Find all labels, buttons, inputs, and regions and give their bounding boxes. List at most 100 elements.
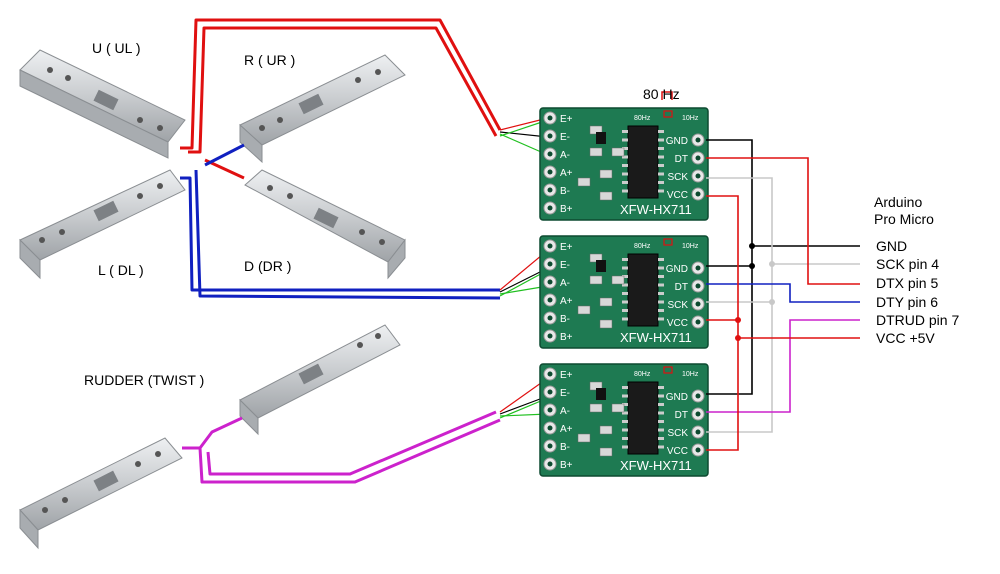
jumper-pad (663, 110, 673, 118)
transistor (596, 132, 606, 144)
freq-jumper (661, 91, 673, 100)
chip-leg (658, 283, 664, 287)
pin-label-left: E- (560, 132, 570, 143)
label-rudder: RUDDER (TWIST ) (84, 372, 205, 388)
magenta-cable-rudder (182, 410, 501, 484)
pad-hole (695, 393, 701, 399)
pin-label-left: A- (560, 278, 570, 289)
smd-component (577, 305, 591, 315)
pad-hole (695, 283, 701, 289)
pin-label-right: SCK (667, 428, 688, 439)
chip-leg (622, 275, 628, 278)
label-freq: 80 Hz (643, 86, 680, 102)
arduino-pin-dty: DTY pin 6 (876, 294, 938, 310)
pin-label-left: B+ (560, 204, 573, 215)
chip-leg (622, 445, 628, 449)
smd-component (577, 177, 591, 187)
pad-hole (695, 319, 701, 325)
mini-label-10hz: 10Hz (682, 115, 699, 122)
chip-leg (622, 292, 628, 295)
pin-label-right: VCC (667, 446, 688, 457)
pin-label-right: SCK (667, 300, 688, 311)
pad-hole (547, 297, 553, 303)
chip-leg (658, 130, 664, 133)
pin-label-right: SCK (667, 172, 688, 183)
chip-leg (622, 428, 628, 432)
pin-label-left: E- (560, 260, 570, 271)
pad-hole (547, 461, 553, 467)
chip-leg (658, 411, 664, 415)
pin-label-left: B- (560, 314, 570, 325)
chip-leg (658, 258, 664, 261)
pin-label-right: GND (666, 392, 688, 403)
pad-hole (547, 279, 553, 285)
pin-label-left: A+ (560, 296, 573, 307)
chip-leg (622, 411, 628, 415)
chip-leg (658, 309, 664, 312)
mini-label-80hz: 80Hz (634, 371, 651, 378)
pin-label-right: VCC (667, 318, 688, 329)
chip-leg (658, 428, 664, 432)
mini-label-10hz: 10Hz (682, 243, 699, 250)
pin-label-left: E+ (560, 114, 573, 125)
arduino-title-2: Pro Micro (874, 211, 934, 227)
pad-hole (547, 389, 553, 395)
arduino-pin-gnd: GND (876, 238, 908, 254)
pad-hole (695, 155, 701, 161)
pin-label-left: A+ (560, 168, 573, 179)
pad-hole (695, 429, 701, 435)
hx711-chip (627, 381, 659, 455)
chip-leg (622, 386, 628, 389)
pad-hole (547, 371, 553, 377)
pad-hole (695, 265, 701, 271)
pin-label-left: E+ (560, 370, 573, 381)
board-text: XFW-HX711 (620, 458, 692, 473)
load-cell-dl (19, 169, 186, 280)
chip-leg (622, 189, 628, 193)
bus-wiring (706, 139, 860, 451)
pad-hole (695, 137, 701, 143)
board-text: XFW-HX711 (620, 202, 692, 217)
load-cell-ul (19, 49, 186, 159)
chip-leg (622, 317, 628, 321)
smd-component (611, 147, 625, 157)
chip-leg (622, 181, 628, 184)
jumper-pad (663, 366, 673, 374)
smd-component (599, 297, 613, 307)
pin-label-right: VCC (667, 190, 688, 201)
mini-label-80hz: 80Hz (634, 243, 651, 250)
chip-leg (658, 300, 664, 304)
pad-hole (547, 315, 553, 321)
pin-label-left: A- (560, 150, 570, 161)
pad-hole (547, 169, 553, 175)
smd-component (611, 403, 625, 413)
label-ul: U ( UL ) (92, 40, 141, 56)
pin-label-left: E- (560, 388, 570, 399)
smd-component (589, 275, 603, 285)
pad-hole (547, 151, 553, 157)
pin-label-right: DT (675, 282, 688, 293)
chip-leg (658, 189, 664, 193)
chip-leg (658, 394, 664, 398)
mini-label-80hz: 80Hz (634, 115, 651, 122)
chip-leg (622, 283, 628, 287)
label-dl: L ( DL ) (98, 262, 144, 278)
chip-leg (622, 420, 628, 423)
smd-component (599, 447, 613, 457)
chip-leg (658, 437, 664, 440)
chip-leg (658, 317, 664, 321)
pad-hole (547, 333, 553, 339)
pin-label-left: A+ (560, 424, 573, 435)
pad-hole (547, 425, 553, 431)
chip-leg (658, 275, 664, 278)
blue-cable-down (180, 143, 501, 300)
load-cell-dr (244, 169, 406, 280)
pin-label-right: DT (675, 410, 688, 421)
pad-hole (695, 191, 701, 197)
chip-leg (622, 403, 628, 406)
mini-label-10hz: 10Hz (682, 371, 699, 378)
pin-label-left: B- (560, 442, 570, 453)
